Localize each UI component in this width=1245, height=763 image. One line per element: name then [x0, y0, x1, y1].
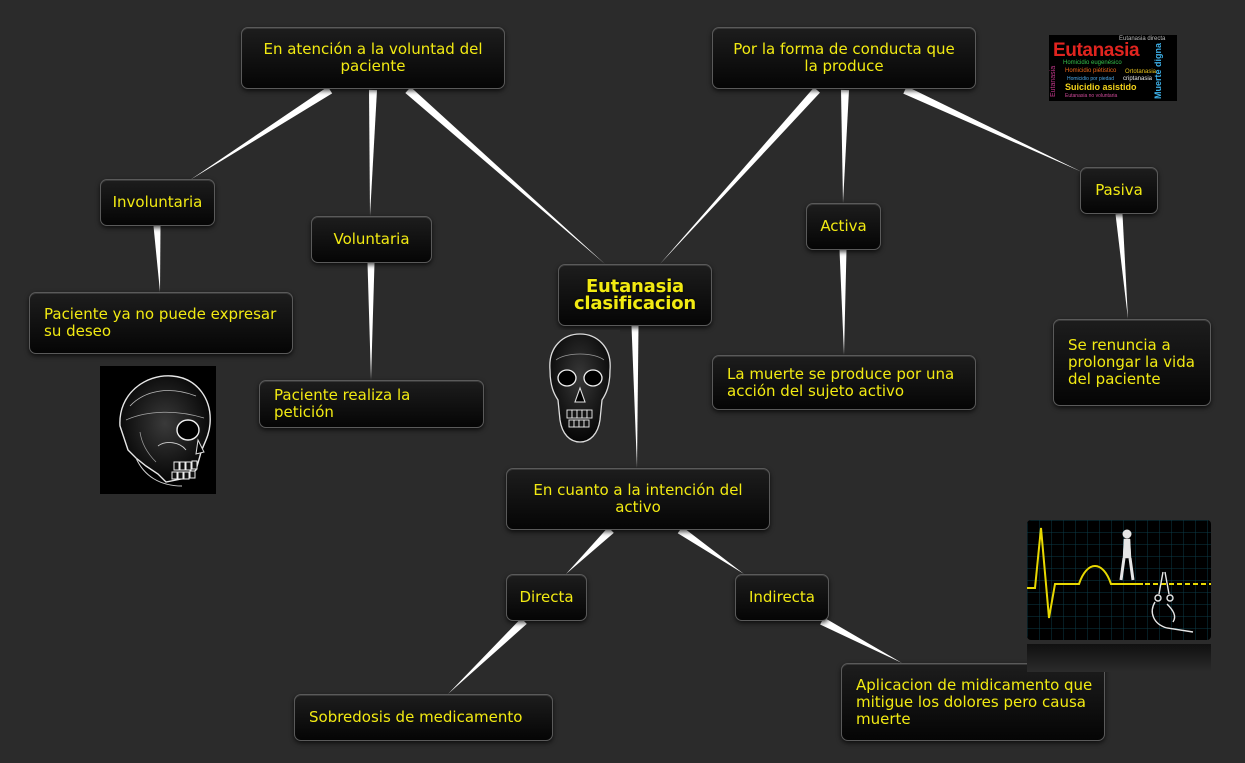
- node-directa-desc[interactable]: Sobredosis de medicamento: [294, 694, 553, 741]
- connector-voluntaria-desc: [367, 263, 375, 380]
- ecg-death-image: [1027, 520, 1211, 672]
- connector-conducta-pasiva: [903, 86, 1082, 172]
- node-involuntaria-label: Involuntaria: [112, 193, 203, 211]
- wordcloud-small-5: Homicidio por piedad: [1067, 76, 1114, 82]
- node-voluntad-label: En atención a la voluntad del paciente: [263, 40, 483, 75]
- wordcloud-small-3: Homicidio piétistico: [1065, 68, 1117, 74]
- node-intencion[interactable]: En cuanto a la intención del activo: [506, 468, 770, 530]
- node-voluntaria-label: Voluntaria: [333, 230, 410, 248]
- connector-conducta-center: [660, 87, 820, 264]
- node-activa-desc-label: La muerte se produce por una acción del …: [727, 364, 955, 400]
- wordcloud-vertical-word: Muerte digna: [1153, 42, 1163, 99]
- skull-front-image: [540, 330, 620, 448]
- wordcloud-small-6: criptanasia: [1123, 76, 1153, 82]
- node-activa[interactable]: Activa: [806, 203, 881, 250]
- connector-pasiva-desc: [1115, 213, 1128, 319]
- connector-involuntaria-desc: [153, 225, 161, 292]
- connector-activa-desc: [839, 249, 847, 355]
- node-voluntaria-desc-label: Paciente realiza la petición: [274, 386, 411, 421]
- node-conducta-label: Por la forma de conducta que la produce: [733, 40, 955, 75]
- node-conducta[interactable]: Por la forma de conducta que la produce: [712, 27, 976, 89]
- connector-indirecta-desc: [820, 617, 902, 663]
- node-involuntaria-desc[interactable]: Paciente ya no puede expresar su deseo: [29, 292, 293, 354]
- connector-voluntad-voluntaria: [369, 89, 377, 216]
- connector-voluntad-center: [405, 87, 605, 264]
- wordcloud-vertical-left: Eutanasia: [1050, 65, 1057, 97]
- wordcloud-small-7: Eutanasia no voluntaria: [1065, 93, 1118, 99]
- node-pasiva[interactable]: Pasiva: [1080, 167, 1158, 214]
- central-topic-node[interactable]: Eutanasia clasificacion: [558, 264, 712, 326]
- connector-center-intencion: [631, 325, 639, 468]
- node-voluntad[interactable]: En atención a la voluntad del paciente: [241, 27, 505, 89]
- node-voluntaria-desc[interactable]: Paciente realiza la petición: [259, 380, 484, 428]
- node-directa-label: Directa: [519, 588, 574, 606]
- node-pasiva-label: Pasiva: [1095, 181, 1143, 199]
- node-pasiva-desc[interactable]: Se renuncia a prolongar la vida del paci…: [1053, 319, 1211, 406]
- connector-directa-desc: [448, 618, 527, 694]
- skull-side-image: [100, 366, 216, 494]
- wordcloud-big-word: Eutanasia: [1053, 40, 1140, 61]
- wordcloud-small-1: Eutanasia directa: [1119, 36, 1166, 42]
- node-involuntaria-desc-label: Paciente ya no puede expresar su deseo: [44, 305, 277, 340]
- node-indirecta[interactable]: Indirecta: [735, 574, 829, 621]
- connector-intencion-directa: [566, 527, 614, 574]
- wordcloud-small-2: Homicidio eugenésico: [1063, 60, 1122, 66]
- node-activa-desc[interactable]: La muerte se produce por una acción del …: [712, 355, 976, 410]
- node-indirecta-desc[interactable]: Aplicacion de midicamento que mitigue lo…: [841, 663, 1105, 741]
- connector-voluntad-involuntaria: [190, 86, 333, 180]
- node-voluntaria[interactable]: Voluntaria: [311, 216, 432, 263]
- node-involuntaria[interactable]: Involuntaria: [100, 179, 215, 226]
- node-indirecta-label: Indirecta: [748, 588, 815, 606]
- node-directa-desc-label: Sobredosis de medicamento: [309, 708, 523, 726]
- connector-intencion-indirecta: [677, 526, 744, 574]
- wordcloud-small-4: Ortotanasia: [1125, 69, 1157, 75]
- central-topic-label: Eutanasia clasificacion: [573, 276, 697, 314]
- wordcloud-image: Eutanasia directa Eutanasia Homicidio eu…: [1049, 35, 1177, 101]
- node-activa-label: Activa: [820, 217, 867, 235]
- node-pasiva-desc-label: Se renuncia a prolongar la vida del paci…: [1068, 336, 1195, 388]
- node-directa[interactable]: Directa: [506, 574, 587, 621]
- node-intencion-label: En cuanto a la intención del activo: [533, 481, 743, 516]
- wordcloud-mid-word: Suicidio asistido: [1065, 82, 1137, 92]
- connector-conducta-activa: [841, 89, 849, 203]
- node-indirecta-desc-label: Aplicacion de midicamento que mitigue lo…: [856, 675, 1093, 728]
